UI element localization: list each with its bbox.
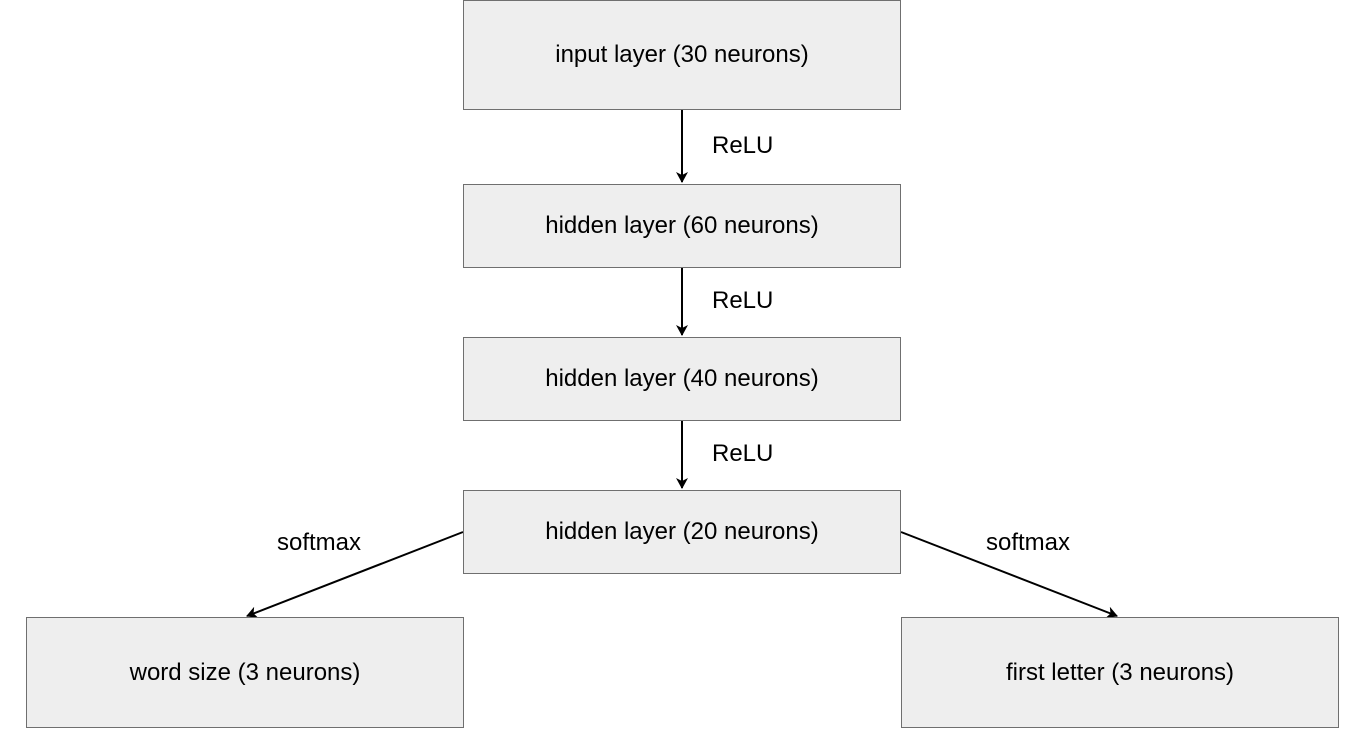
edge-hidden3-to-first-letter	[900, 531, 1118, 618]
hidden-layer-1-node: hidden layer (60 neurons)	[463, 184, 901, 268]
hidden-layer-3-label: hidden layer (20 neurons)	[545, 518, 819, 545]
edge-label-relu-2: ReLU	[712, 287, 774, 314]
edge-label-relu-3: ReLU	[712, 440, 774, 467]
input-layer-label: input layer (30 neurons)	[555, 41, 809, 68]
hidden-layer-2-node: hidden layer (40 neurons)	[463, 337, 901, 421]
input-layer-node: input layer (30 neurons)	[463, 0, 901, 110]
first-letter-output-label: first letter (3 neurons)	[1005, 658, 1235, 686]
first-letter-output-node: first letter (3 neurons)	[901, 617, 1339, 728]
hidden-layer-2-label: hidden layer (40 neurons)	[545, 365, 819, 392]
edge-hidden3-to-word-size	[246, 531, 464, 618]
word-size-output-label: word size (3 neurons)	[129, 658, 361, 686]
edge-label-softmax-word-size: softmax	[277, 529, 362, 556]
edge-label-relu-1: ReLU	[712, 132, 774, 159]
word-size-output-node: word size (3 neurons)	[26, 617, 464, 728]
hidden-layer-3-node: hidden layer (20 neurons)	[463, 490, 901, 574]
hidden-layer-1-label: hidden layer (60 neurons)	[545, 212, 819, 239]
edge-label-softmax-first-letter: softmax	[986, 529, 1071, 556]
